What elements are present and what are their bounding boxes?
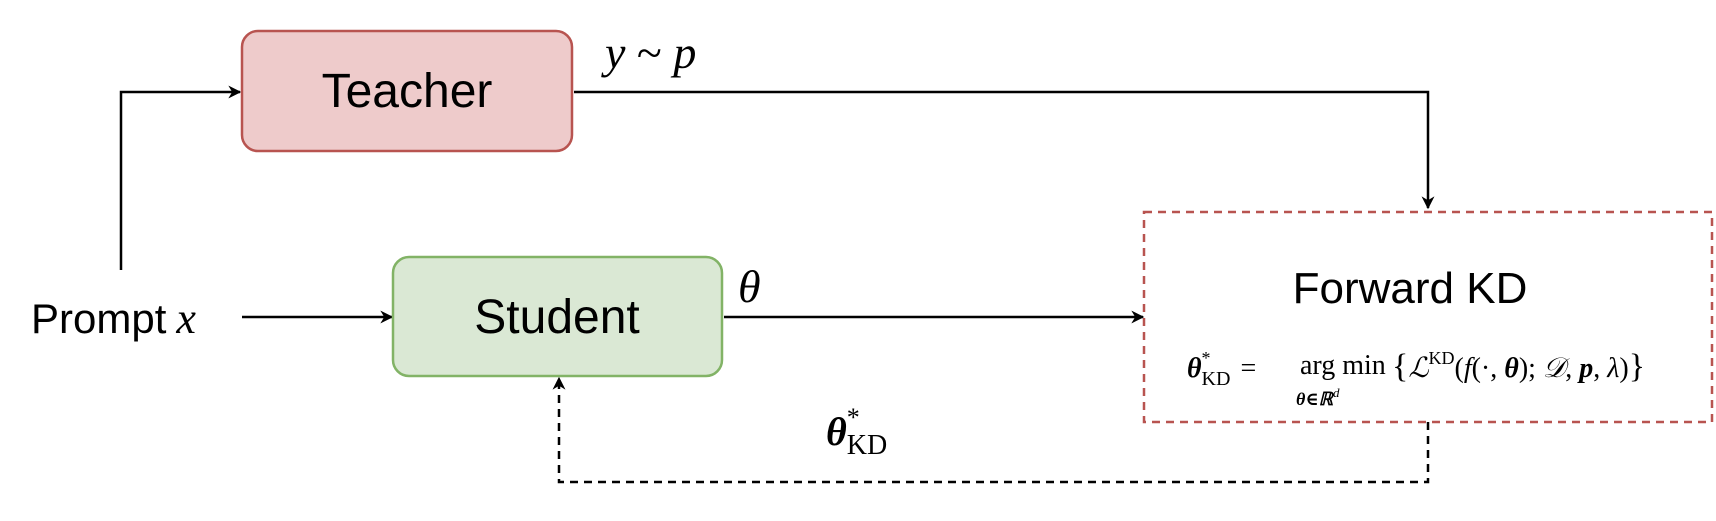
teacher-node: Teacher [240, 29, 574, 153]
feedback-theta: θ [826, 409, 847, 454]
teacher-label: Teacher [322, 65, 493, 118]
forward-kd-title: Forward KD [1293, 264, 1528, 313]
formula-lhs: θ*KD = [1187, 348, 1256, 390]
formula-f: f [1464, 353, 1475, 384]
formula-lbrace: { [1392, 348, 1408, 385]
formula-equals: = [1240, 353, 1256, 384]
formula-rbrace: } [1629, 348, 1645, 385]
teacher-output-label: y ~ p [601, 27, 696, 78]
forward-kd-box [1142, 210, 1714, 424]
formula-args-open: ( [1455, 353, 1464, 384]
formula-loss: ℒ [1408, 353, 1429, 384]
edge-feedback-to-student [552, 376, 1430, 484]
feedback-label: θ*KD [826, 403, 887, 461]
formula-f-theta: θ [1504, 353, 1519, 384]
prompt-text: Prompt [31, 295, 167, 342]
student-output-label: θ [738, 261, 761, 312]
student-box [391, 255, 724, 378]
formula-comma2: , [1593, 353, 1607, 384]
teacher-output-p: p [670, 27, 696, 78]
formula-args-close: ) [1619, 353, 1628, 384]
formula-comma1: , [1565, 353, 1579, 384]
feedback-sub: KD [847, 430, 887, 461]
edge-teacher-to-forward-kd [574, 90, 1435, 210]
formula-star: * [1202, 348, 1211, 368]
formula-f-args-close: ); [1519, 353, 1543, 384]
formula-argmin: arg min [1300, 350, 1386, 381]
formula-rhs: {ℒKD(f(·, θ); 𝒟, p, λ)} [1392, 348, 1645, 385]
formula-loss-sup: KD [1429, 348, 1455, 368]
feedback-star: * [847, 403, 860, 432]
edge-feedback-to-student-line [552, 376, 1430, 484]
formula-argmin-sub-exp: d [1333, 385, 1340, 400]
edge-prompt-to-teacher [119, 85, 242, 270]
teacher-output-tilde: ~ [625, 27, 673, 78]
edge-prompt-to-teacher-line [119, 85, 242, 270]
formula-argmin-sub: θ∈ℝ [1296, 389, 1335, 409]
student-node: Student [391, 255, 724, 378]
formula-theta: θ [1187, 353, 1202, 384]
teacher-output-y: y [601, 27, 626, 78]
formula-lambda: λ [1606, 353, 1619, 384]
formula-p: p [1577, 353, 1593, 384]
forward-kd-node: Forward KD θ*KD= arg min θ∈ℝd {ℒKD(f(·, … [1142, 210, 1714, 424]
forward-kd-formula: θ*KD= arg min θ∈ℝd {ℒKD(f(·, θ); 𝒟, p, λ… [1187, 348, 1645, 409]
student-label: Student [474, 291, 639, 344]
teacher-box [240, 29, 574, 153]
formula-argmin-subscript: θ∈ℝd [1296, 385, 1340, 409]
formula-f-args-open: (·, [1472, 353, 1505, 384]
prompt-var: x [175, 294, 196, 343]
edge-teacher-to-forward-kd-line [574, 90, 1435, 210]
formula-kd-sub: KD [1202, 368, 1231, 390]
